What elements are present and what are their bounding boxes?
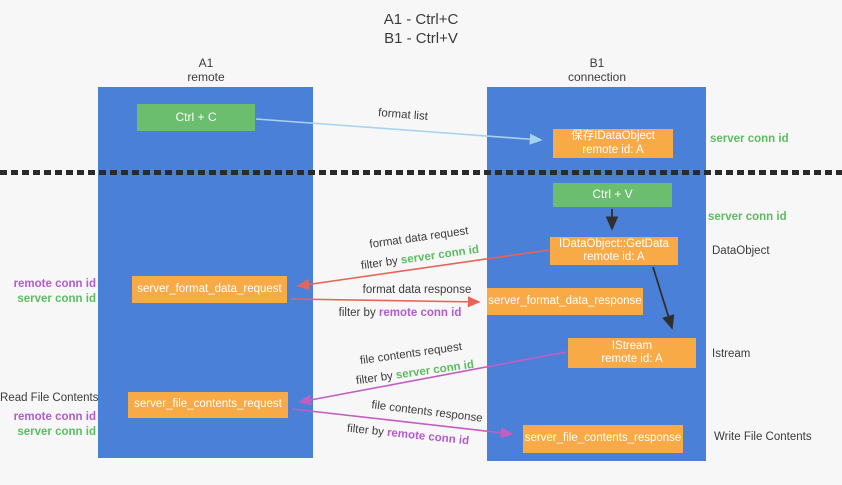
filter-by-text: filter by (338, 307, 376, 319)
write-file-contents-label: Write File Contents (714, 431, 812, 443)
lane-b1-title: B1 (589, 56, 605, 70)
server-conn-id-label-top-right: server conn id (710, 133, 789, 145)
istream-side-label: Istream (712, 348, 751, 360)
server-file-contents-response-box: server_file_contents_response (523, 425, 683, 453)
read-file-contents-text: Read File Contents (0, 392, 99, 404)
ctrl-v-box: Ctrl + V (553, 183, 672, 207)
lane-header-b1: B1 connection (537, 56, 657, 84)
getdata-line2: remote id: A (583, 251, 645, 263)
server-file-contents-request-box: server_file_contents_request (128, 392, 288, 418)
getdata-line1: IDataObject::GetData (559, 237, 669, 250)
filter-by-remote-conn-id-label-2: filter by remote conn id (346, 423, 469, 448)
ctrl-v-label: Ctrl + V (592, 187, 633, 202)
server-file-contents-response-label: server_file_contents_response (524, 432, 682, 445)
server-conn-id-text: server conn id (395, 358, 475, 382)
server-conn-id-text: server conn id (400, 243, 480, 267)
server-format-data-response-label: server_format_data_response (488, 294, 642, 307)
title-line-1: A1 - Ctrl+C (383, 11, 459, 28)
istream-line1: IStream (611, 339, 653, 352)
format-data-response-arrow (290, 296, 481, 308)
idataobject-getdata-box: IDataObject::GetData remote id: A (550, 237, 678, 265)
format-list-label: format list (377, 107, 429, 123)
filter-by-text: filter by (360, 255, 399, 273)
remote-conn-id-text: remote conn id (386, 426, 470, 448)
diagram-title: A1 - Ctrl+C B1 - Ctrl+V (0, 10, 842, 48)
server-conn-id-label-mid-right: server conn id (708, 211, 787, 223)
server-conn-id-label-left-2: server conn id (17, 425, 96, 438)
remote-conn-id-label-left-1: remote conn id (13, 278, 96, 290)
file-contents-response-label: file contents response (370, 399, 484, 425)
format-data-response-label: format data response (362, 284, 472, 296)
remote-conn-id-label-left-2: remote conn id (13, 411, 96, 423)
lane-a1-title: A1 (198, 56, 214, 70)
lane-header-a1: A1 remote (146, 56, 266, 84)
lane-b1-subtitle: connection (567, 70, 627, 84)
title-line-2: B1 - Ctrl+V (384, 30, 458, 47)
ctrl-c-label: Ctrl + C (175, 109, 217, 124)
server-format-data-response-box: server_format_data_response (487, 288, 643, 315)
ctrl-c-box: Ctrl + C (137, 104, 255, 131)
session-separator-dotted-line (0, 170, 842, 175)
save-idataobject-box: 保存IDataObject remote id: A (553, 129, 673, 158)
save-idataobject-line1: 保存IDataObject (571, 130, 655, 142)
istream-box: IStream remote id: A (568, 338, 696, 368)
server-format-data-request-box: server_format_data_request (132, 276, 287, 303)
read-file-contents-label: Read File Contents (0, 391, 98, 406)
left-conn-id-group-1: remote conn id server conn id (0, 277, 96, 306)
server-file-contents-request-label: server_file_contents_request (134, 398, 282, 411)
server-conn-id-label-left-1: server conn id (17, 292, 96, 305)
left-conn-id-group-2: remote conn id server conn id (0, 410, 96, 439)
istream-line2: remote id: A (601, 353, 663, 365)
filter-by-text: filter by (355, 370, 394, 388)
filter-by-remote-conn-id-label-1: filter by remote conn id (339, 307, 462, 319)
server-format-data-request-label: server_format_data_request (137, 282, 282, 295)
lane-a1-subtitle: remote (187, 70, 225, 84)
filter-by-text: filter by (346, 422, 385, 439)
dataobject-label: DataObject (712, 245, 770, 257)
remote-conn-id-text: remote conn id (378, 307, 462, 319)
save-idataobject-line2: remote id: A (582, 143, 644, 156)
